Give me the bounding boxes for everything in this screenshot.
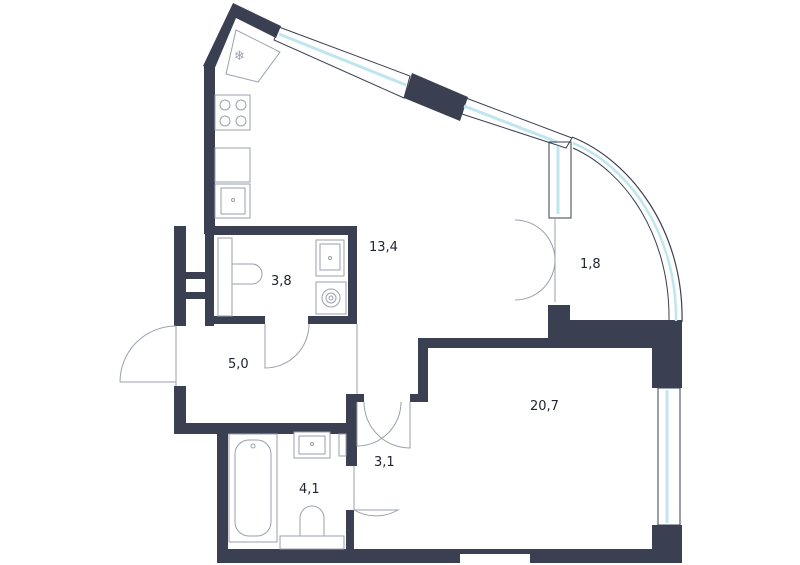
wall-bath-right (346, 394, 357, 466)
door-bedroom-swing (363, 401, 411, 449)
area-label-toilet: 3,8 (271, 274, 292, 289)
balcony-curve-glass (572, 141, 678, 322)
wall-shaft-a (186, 272, 210, 279)
wall-left-bath (217, 424, 228, 563)
wall-bottom-window-sill (460, 549, 530, 554)
wall-toilet-right (348, 226, 357, 324)
window-frame-balcony (548, 141, 572, 219)
bathtub-icon (228, 433, 278, 543)
area-labels: 13,4 1,8 3,8 5,0 20,7 3,1 4,1 (228, 240, 601, 497)
window-glass-top-1 (278, 32, 407, 87)
toilet-icon (279, 505, 345, 550)
area-label-balcony: 1,8 (580, 257, 601, 272)
wall-hall-bath (174, 423, 357, 434)
windows (273, 26, 683, 526)
wall-bottom-bed (530, 549, 682, 563)
window-frame-top-1 (273, 26, 411, 99)
wall-toilet-bottom-a (205, 316, 265, 324)
fixtures: ❄ (214, 29, 347, 550)
kitchen-counter (214, 147, 251, 183)
area-label-bathroom: 4,1 (299, 482, 320, 497)
door-toilet-swing (264, 323, 310, 369)
toilet-icon (217, 237, 263, 317)
kitchen-sink-icon (214, 183, 251, 219)
fridge-icon: ❄ (225, 29, 281, 83)
washbasin-icon (293, 431, 331, 459)
inner-walls (174, 226, 660, 563)
wall-right-lower (652, 525, 682, 563)
area-label-hallway: 5,0 (228, 357, 249, 372)
washbasin-icon (315, 239, 345, 277)
svg-text:❄: ❄ (234, 49, 245, 64)
wall-bottom-bath (220, 549, 460, 563)
wall-toilet-bottom-b (308, 316, 357, 324)
door-entrance-swing (119, 325, 177, 383)
wall-bed-left (418, 338, 428, 402)
window-glass-top-2 (463, 104, 558, 144)
window-frame-bed (657, 387, 681, 526)
wall-bath-right-low (346, 510, 354, 563)
wall-left-toilet (174, 226, 186, 326)
area-label-bedroom: 20,7 (530, 399, 559, 414)
wall-corridor-stub (346, 394, 364, 402)
wall-bed-top-right (548, 305, 570, 348)
window-frame-top-2 (461, 97, 573, 149)
wall-bed-top-left (418, 338, 660, 348)
area-label-kitchen-living: 13,4 (369, 240, 398, 255)
wall-shaft-c (205, 226, 214, 326)
stove-icon (214, 94, 251, 131)
door-balcony-left (514, 219, 556, 261)
washing-machine-icon (315, 281, 347, 315)
balcony-curve-outer (571, 136, 683, 323)
wall-bed-top-joint (570, 320, 660, 348)
door-bath-swing (353, 466, 400, 517)
area-label-corridor: 3,1 (374, 455, 395, 470)
wall-left-kitchen (204, 66, 215, 234)
wall-facade-pier (404, 73, 468, 121)
wall-left-hall-lower (174, 386, 186, 434)
balcony-curve-inner (572, 147, 670, 321)
wall-toilet-top (205, 226, 357, 235)
door-corridor-swing (356, 401, 402, 447)
wall-bed-left-stub (410, 394, 428, 402)
wall-shaft-b (186, 292, 210, 299)
door-balcony-right (514, 259, 556, 301)
bath-towel-rail (338, 433, 347, 457)
wall-top-corner (203, 3, 281, 70)
doors (119, 218, 556, 517)
